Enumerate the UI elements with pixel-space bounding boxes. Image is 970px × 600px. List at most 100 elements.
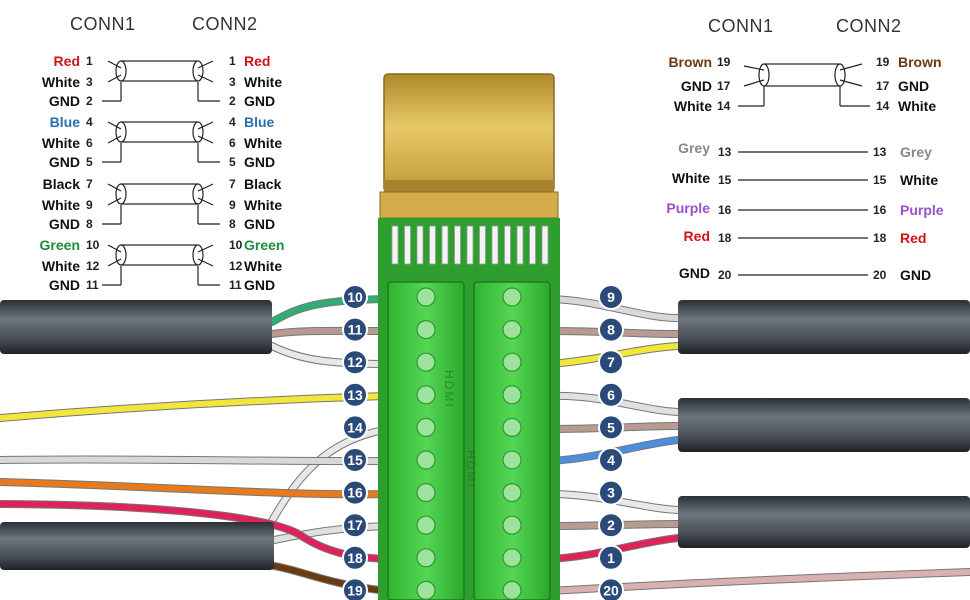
contact-pin: [416, 225, 424, 265]
right-pin-number: 13: [873, 145, 887, 159]
terminal-number: 1: [607, 550, 615, 566]
right-wire-label: Green: [244, 237, 285, 253]
left-wire-label: Purple: [666, 200, 710, 216]
terminal-number: 10: [347, 289, 363, 305]
screw-terminal: [502, 548, 522, 568]
conductor-line: [839, 79, 863, 87]
contact-pin: [429, 225, 436, 265]
left-wire-label: White: [41, 258, 80, 274]
twisted-pair-shield: [115, 244, 204, 266]
right-conn1-label: CONN1: [708, 16, 774, 36]
right-pin-number: 20: [873, 268, 887, 282]
right-pin-number: 6: [229, 136, 236, 150]
right-wire-label: White: [244, 135, 283, 151]
terminal-badge-right: 20: [598, 577, 624, 600]
terminal-number: 16: [347, 485, 363, 501]
screw-terminal: [416, 320, 436, 340]
right-wire-label: GND: [244, 216, 276, 232]
right-pin-number: 16: [873, 203, 887, 217]
conductor-line: [743, 65, 765, 71]
conductor-line: [839, 63, 863, 71]
conductor-line: [107, 244, 122, 253]
screw-terminal: [416, 385, 436, 405]
left-conn2-label: CONN2: [192, 14, 258, 34]
left-pin-number: 20: [718, 268, 732, 282]
screw-terminal: [416, 580, 436, 600]
left-pin-number: 1: [86, 54, 93, 68]
terminal-badge-left: 16: [342, 479, 368, 506]
left-pin-number: 4: [86, 115, 93, 129]
left-pin-number: 16: [718, 203, 732, 217]
terminal-number: 7: [607, 354, 615, 370]
contact-pin: [404, 225, 411, 265]
right-pin-number: 18: [873, 231, 887, 245]
right-cable-bottom: [678, 496, 970, 548]
screw-terminal: [416, 417, 436, 437]
screw-terminal: [502, 287, 522, 307]
conductor-line: [197, 74, 214, 83]
terminal-badge-left: 18: [342, 544, 368, 571]
left-wire-11: [269, 327, 391, 337]
conductor-line: [743, 79, 765, 87]
left-pin-number: 13: [718, 145, 732, 159]
left-pin-number: 8: [86, 217, 93, 231]
terminal-badge-right: 8: [598, 316, 624, 343]
contact-pin: [391, 225, 399, 265]
right-pin-number: 11: [229, 278, 242, 292]
left-wire-label: Black: [42, 176, 80, 192]
terminal-badge-right: 3: [598, 479, 624, 506]
right-wire-label: GND: [244, 277, 276, 293]
silkscreen-right: HDMI: [464, 450, 478, 489]
terminal-badge-right: 2: [598, 512, 624, 539]
left-pin-number: 3: [86, 75, 93, 89]
left-pin-number: 17: [717, 79, 731, 93]
right-pin-number: 12: [229, 259, 243, 273]
left-pin-number: 9: [86, 198, 93, 212]
terminal-badge-right: 5: [598, 414, 624, 441]
terminal-number: 14: [347, 419, 363, 435]
contact-pin: [516, 225, 524, 265]
left-wire-label: GND: [48, 93, 80, 109]
right-wire-label: Black: [244, 176, 282, 192]
left-wire-19: [271, 563, 391, 594]
left-wire-label: Brown: [668, 54, 712, 70]
left-wire-label: White: [673, 98, 712, 114]
right-wire-label: Purple: [900, 202, 944, 218]
left-wire-label: White: [41, 135, 80, 151]
right-wire-label: Red: [900, 230, 927, 246]
terminal-number: 4: [607, 452, 615, 468]
contact-pin: [479, 225, 486, 265]
conductor-line: [107, 74, 122, 83]
left-pin-number: 5: [86, 155, 93, 169]
left-pin-number: 15: [718, 173, 732, 187]
left-wire-label: GND: [48, 216, 80, 232]
right-pin-number: 1: [229, 54, 236, 68]
terminal-number: 9: [607, 289, 615, 305]
left-wire-label: Red: [683, 228, 710, 244]
screw-terminal: [416, 548, 436, 568]
conductor-line: [197, 197, 214, 206]
conductor-line: [197, 244, 214, 253]
right-wire-20: [547, 569, 970, 594]
conductor-line: [107, 121, 122, 130]
screw-terminal: [502, 385, 522, 405]
terminal-number: 13: [347, 387, 363, 403]
conductor-line: [107, 60, 122, 69]
contact-pin: [541, 225, 549, 265]
right-wire-9: [547, 296, 681, 321]
hdmi-plug: [379, 73, 559, 219]
right-wire-label: White: [244, 74, 283, 90]
left-cable-top: [0, 300, 272, 354]
right-pin-number: 2: [229, 94, 236, 108]
twisted-pair-shield: [115, 183, 204, 205]
screw-terminal: [416, 352, 436, 372]
terminal-badge-right: 6: [598, 381, 624, 408]
left-wire-17: [271, 523, 391, 543]
terminal-number: 20: [603, 582, 619, 598]
terminal-badge-left: 12: [342, 349, 368, 376]
contact-pin: [454, 225, 461, 265]
terminal-number: 2: [607, 517, 615, 533]
twisted-pair-shield: [758, 63, 846, 87]
